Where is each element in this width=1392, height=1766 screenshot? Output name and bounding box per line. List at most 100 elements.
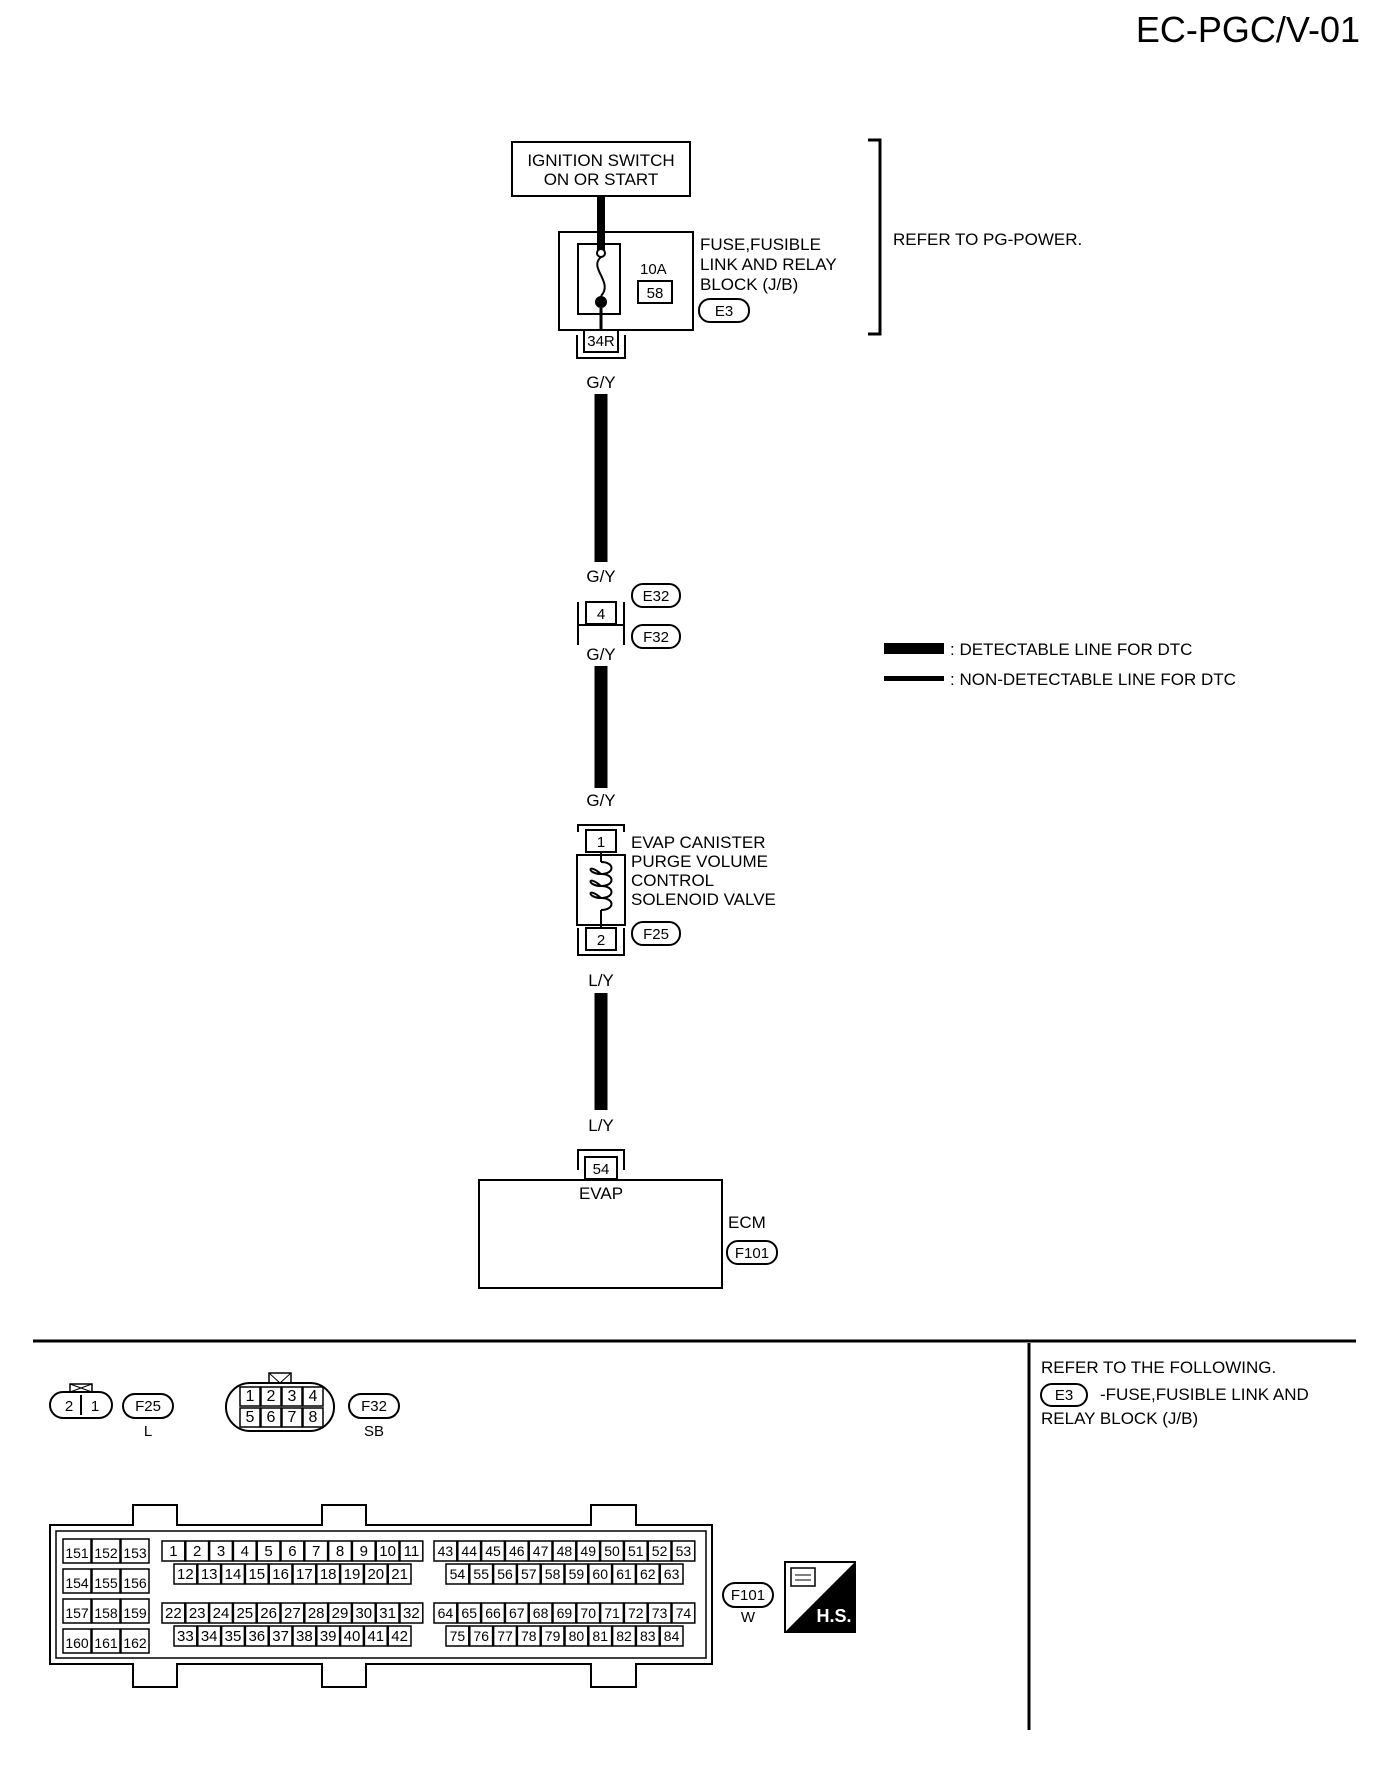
pin-label: 154 (65, 1575, 89, 1591)
pin-label: 2 (193, 1543, 201, 1560)
svg-text:2: 2 (65, 1398, 73, 1415)
pin-cell (647, 1602, 672, 1624)
pin-cell (433, 1540, 458, 1562)
pin-cell (351, 1540, 376, 1562)
pin-label: 7 (288, 1409, 297, 1426)
pin-cell (552, 1602, 577, 1624)
wire-color-gy-2: G/Y (586, 567, 615, 586)
pin-cell (611, 1625, 637, 1647)
svg-text:F32: F32 (361, 1398, 387, 1415)
pin-cell (445, 1563, 470, 1585)
pin-label: 66 (485, 1605, 501, 1621)
pin-cell (208, 1540, 234, 1562)
pin-cell (671, 1602, 696, 1624)
connector-view-f25: 2 1 (49, 1383, 113, 1419)
pin-label: 11 (404, 1543, 420, 1560)
pin-label: 5 (246, 1409, 255, 1426)
pin-label: 60 (592, 1566, 608, 1582)
refer-bracket (868, 138, 882, 336)
pin-cell (492, 1625, 518, 1647)
wire-color-ly-1: L/Y (588, 971, 614, 990)
pin-label: 12 (177, 1566, 194, 1583)
pin-label: 71 (604, 1605, 620, 1621)
reference-item-text: -FUSE,FUSIBLE LINK AND (1100, 1385, 1309, 1404)
pin-cell (659, 1563, 684, 1585)
fuse-block: 10A 58 (558, 231, 694, 331)
pin-label: 28 (308, 1605, 325, 1622)
pin-cell (445, 1625, 470, 1647)
pin-cell (492, 1563, 518, 1585)
pin-label: 1 (169, 1543, 177, 1560)
pin-label: 46 (509, 1543, 525, 1559)
ecm-terminal-54: 54 (577, 1149, 625, 1180)
pin-cell (599, 1602, 625, 1624)
pin-label: 69 (557, 1605, 573, 1621)
ecm-name: ECM (728, 1213, 766, 1232)
pin-label: 62 (640, 1566, 656, 1582)
fuse-block-label-1: FUSE,FUSIBLE (700, 235, 821, 254)
pin-cell (268, 1563, 293, 1585)
pin-label: 44 (461, 1543, 477, 1559)
pin-cell (647, 1540, 672, 1562)
pin-label: 38 (296, 1628, 313, 1645)
pin-cell (433, 1602, 458, 1624)
pin-cell (623, 1540, 648, 1562)
pin-cell (659, 1625, 684, 1647)
pin-cell (256, 1540, 281, 1562)
pin-cell (292, 1563, 317, 1585)
connector-tag-f32: F32 (631, 624, 681, 649)
legend-non-detectable-text: : NON-DETECTABLE LINE FOR DTC (950, 670, 1236, 689)
pin-cell (302, 1386, 324, 1407)
pin-cell (576, 1602, 601, 1624)
pin-label: 68 (533, 1605, 549, 1621)
pin-cell (611, 1563, 637, 1585)
pin-cell (469, 1625, 494, 1647)
pin-label: 53 (676, 1543, 692, 1559)
pin-label: 48 (557, 1543, 573, 1559)
fuse-rating: 10A (640, 261, 667, 278)
pin-cell (504, 1602, 529, 1624)
pin-cell (91, 1628, 121, 1654)
svg-text:F25: F25 (135, 1398, 161, 1415)
pin-label: 32 (403, 1605, 420, 1622)
pin-cell (457, 1602, 482, 1624)
pin-cell (457, 1540, 482, 1562)
pin-label: 26 (260, 1605, 277, 1622)
pin-cell (671, 1540, 696, 1562)
pin-cell (260, 1407, 282, 1428)
pin-cell (540, 1563, 565, 1585)
pin-label: 56 (497, 1566, 513, 1582)
legend: : DETECTABLE LINE FOR DTC : NON-DETECTAB… (884, 640, 1236, 689)
ecm-box (478, 1179, 723, 1289)
pin-label: 64 (438, 1605, 454, 1621)
pin-cell (62, 1568, 92, 1594)
pin-cell (327, 1540, 353, 1562)
pin-label: 23 (189, 1605, 206, 1622)
svg-text:4: 4 (597, 606, 605, 623)
pin-cell (387, 1563, 412, 1585)
pin-label: 24 (213, 1605, 230, 1622)
pin-label: 67 (509, 1605, 525, 1621)
pin-label: 17 (296, 1566, 313, 1583)
pin-label: 34 (201, 1628, 218, 1645)
pin-label: 55 (473, 1566, 489, 1582)
reference-title: REFER TO THE FOLLOWING. (1041, 1358, 1276, 1377)
pin-cell (281, 1407, 303, 1428)
pin-cell (244, 1625, 269, 1647)
pin-label: 39 (320, 1628, 337, 1645)
svg-text:L: L (144, 1423, 152, 1440)
pin-cell (197, 1625, 222, 1647)
pin-label: 151 (65, 1545, 89, 1561)
hs-badge: H.S. (784, 1561, 856, 1633)
pin-cell (197, 1563, 222, 1585)
svg-text:F101: F101 (735, 1245, 769, 1262)
wire-color-ly-2: L/Y (588, 1116, 614, 1135)
pin-label: 10 (379, 1543, 396, 1560)
pin-label: 14 (225, 1566, 242, 1583)
pin-cell (91, 1598, 121, 1624)
pin-label: 65 (461, 1605, 477, 1621)
ignition-label-line2: ON OR START (544, 170, 659, 189)
pin-label: 3 (288, 1388, 297, 1405)
connector-tag-f32-view: F32 SB (348, 1393, 400, 1440)
svg-text:2: 2 (597, 932, 605, 949)
